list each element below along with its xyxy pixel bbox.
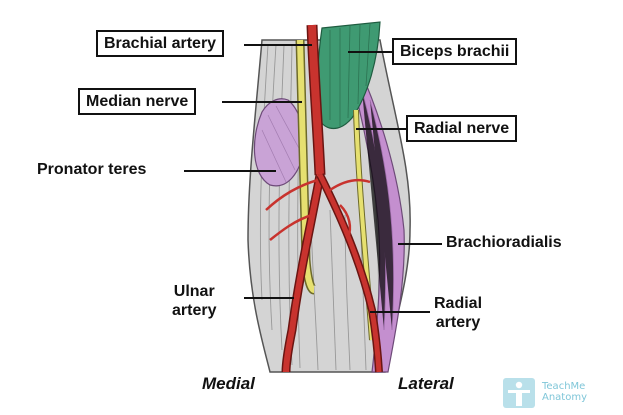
label-radial-nerve: Radial nerve: [406, 115, 518, 142]
leader-brachioradialis: [398, 243, 442, 245]
leader-radial-artery: [370, 311, 430, 313]
label-ulnar-artery: Ulnar artery: [172, 283, 217, 319]
label-radial-artery: Radial artery: [434, 295, 483, 331]
leader-ulnar-artery: [244, 297, 294, 299]
leader-brachial-artery: [244, 44, 312, 46]
anatomy-figure-icon: [503, 378, 535, 408]
logo-line-2: Anatomy: [542, 392, 588, 403]
leader-median-nerve: [222, 101, 302, 103]
orientation-medial: Medial: [202, 374, 255, 393]
leader-biceps-brachii: [348, 51, 392, 53]
label-brachioradialis: Brachioradialis: [446, 234, 562, 251]
arterial-branches: [265, 178, 371, 241]
label-pronator-teres: Pronator teres: [37, 161, 147, 178]
label-median-nerve: Median nerve: [78, 88, 197, 115]
leader-pronator-teres: [184, 170, 276, 172]
label-brachial-artery: Brachial artery: [96, 30, 225, 57]
leader-radial-nerve: [356, 128, 406, 130]
label-biceps-brachii: Biceps brachii: [392, 38, 518, 65]
orientation-lateral: Lateral: [398, 374, 454, 393]
teachme-anatomy-logo: TeachMe Anatomy: [502, 377, 622, 411]
logo-line-1: TeachMe: [542, 381, 586, 392]
